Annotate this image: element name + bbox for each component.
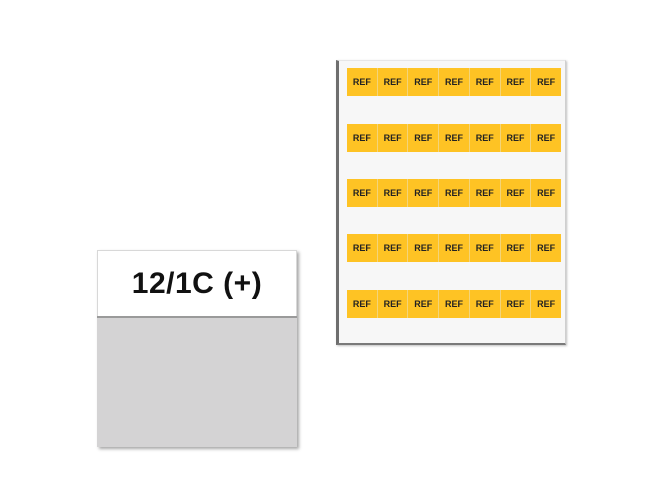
ref-tag: REF: [469, 290, 501, 318]
label-row: REF REF REF REF REF REF REF: [347, 124, 562, 152]
ref-tag: REF: [531, 290, 562, 318]
ref-tag: REF: [347, 234, 378, 262]
ref-tag: REF: [500, 68, 532, 96]
ref-tag: REF: [408, 179, 440, 207]
ref-tag: REF: [500, 179, 532, 207]
wire-marker-label: 12/1C (+): [97, 250, 297, 447]
ref-tag: REF: [469, 68, 501, 96]
label-printable-area: 12/1C (+): [97, 250, 297, 316]
ref-tag: REF: [439, 68, 470, 96]
ref-tag: REF: [531, 68, 562, 96]
ref-tag: REF: [408, 68, 440, 96]
ref-tag: REF: [377, 234, 409, 262]
label-row: REF REF REF REF REF REF REF: [347, 68, 562, 96]
label-sheet: REF REF REF REF REF REF REF REF REF REF …: [336, 60, 566, 345]
ref-tag: REF: [439, 234, 470, 262]
ref-tag: REF: [377, 290, 409, 318]
ref-tag: REF: [531, 179, 562, 207]
ref-tag: REF: [439, 179, 470, 207]
ref-tag: REF: [408, 290, 440, 318]
label-text: 12/1C (+): [131, 266, 263, 300]
ref-tag: REF: [531, 124, 562, 152]
ref-tag: REF: [377, 124, 409, 152]
ref-tag: REF: [439, 290, 470, 318]
ref-tag: REF: [500, 290, 532, 318]
ref-tag: REF: [408, 124, 440, 152]
ref-tag: REF: [377, 179, 409, 207]
ref-tag: REF: [469, 124, 501, 152]
label-row: REF REF REF REF REF REF REF: [347, 234, 562, 262]
label-clear-tail: [97, 316, 297, 447]
ref-tag: REF: [500, 234, 532, 262]
ref-tag: REF: [377, 68, 409, 96]
ref-tag: REF: [408, 234, 440, 262]
ref-tag: REF: [347, 124, 378, 152]
ref-tag: REF: [500, 124, 532, 152]
label-row: REF REF REF REF REF REF REF: [347, 290, 562, 318]
ref-tag: REF: [347, 68, 378, 96]
ref-tag: REF: [439, 124, 470, 152]
ref-tag: REF: [347, 290, 378, 318]
ref-tag: REF: [347, 179, 378, 207]
ref-tag: REF: [469, 234, 501, 262]
label-row: REF REF REF REF REF REF REF: [347, 179, 562, 207]
ref-tag: REF: [531, 234, 562, 262]
ref-tag: REF: [469, 179, 501, 207]
